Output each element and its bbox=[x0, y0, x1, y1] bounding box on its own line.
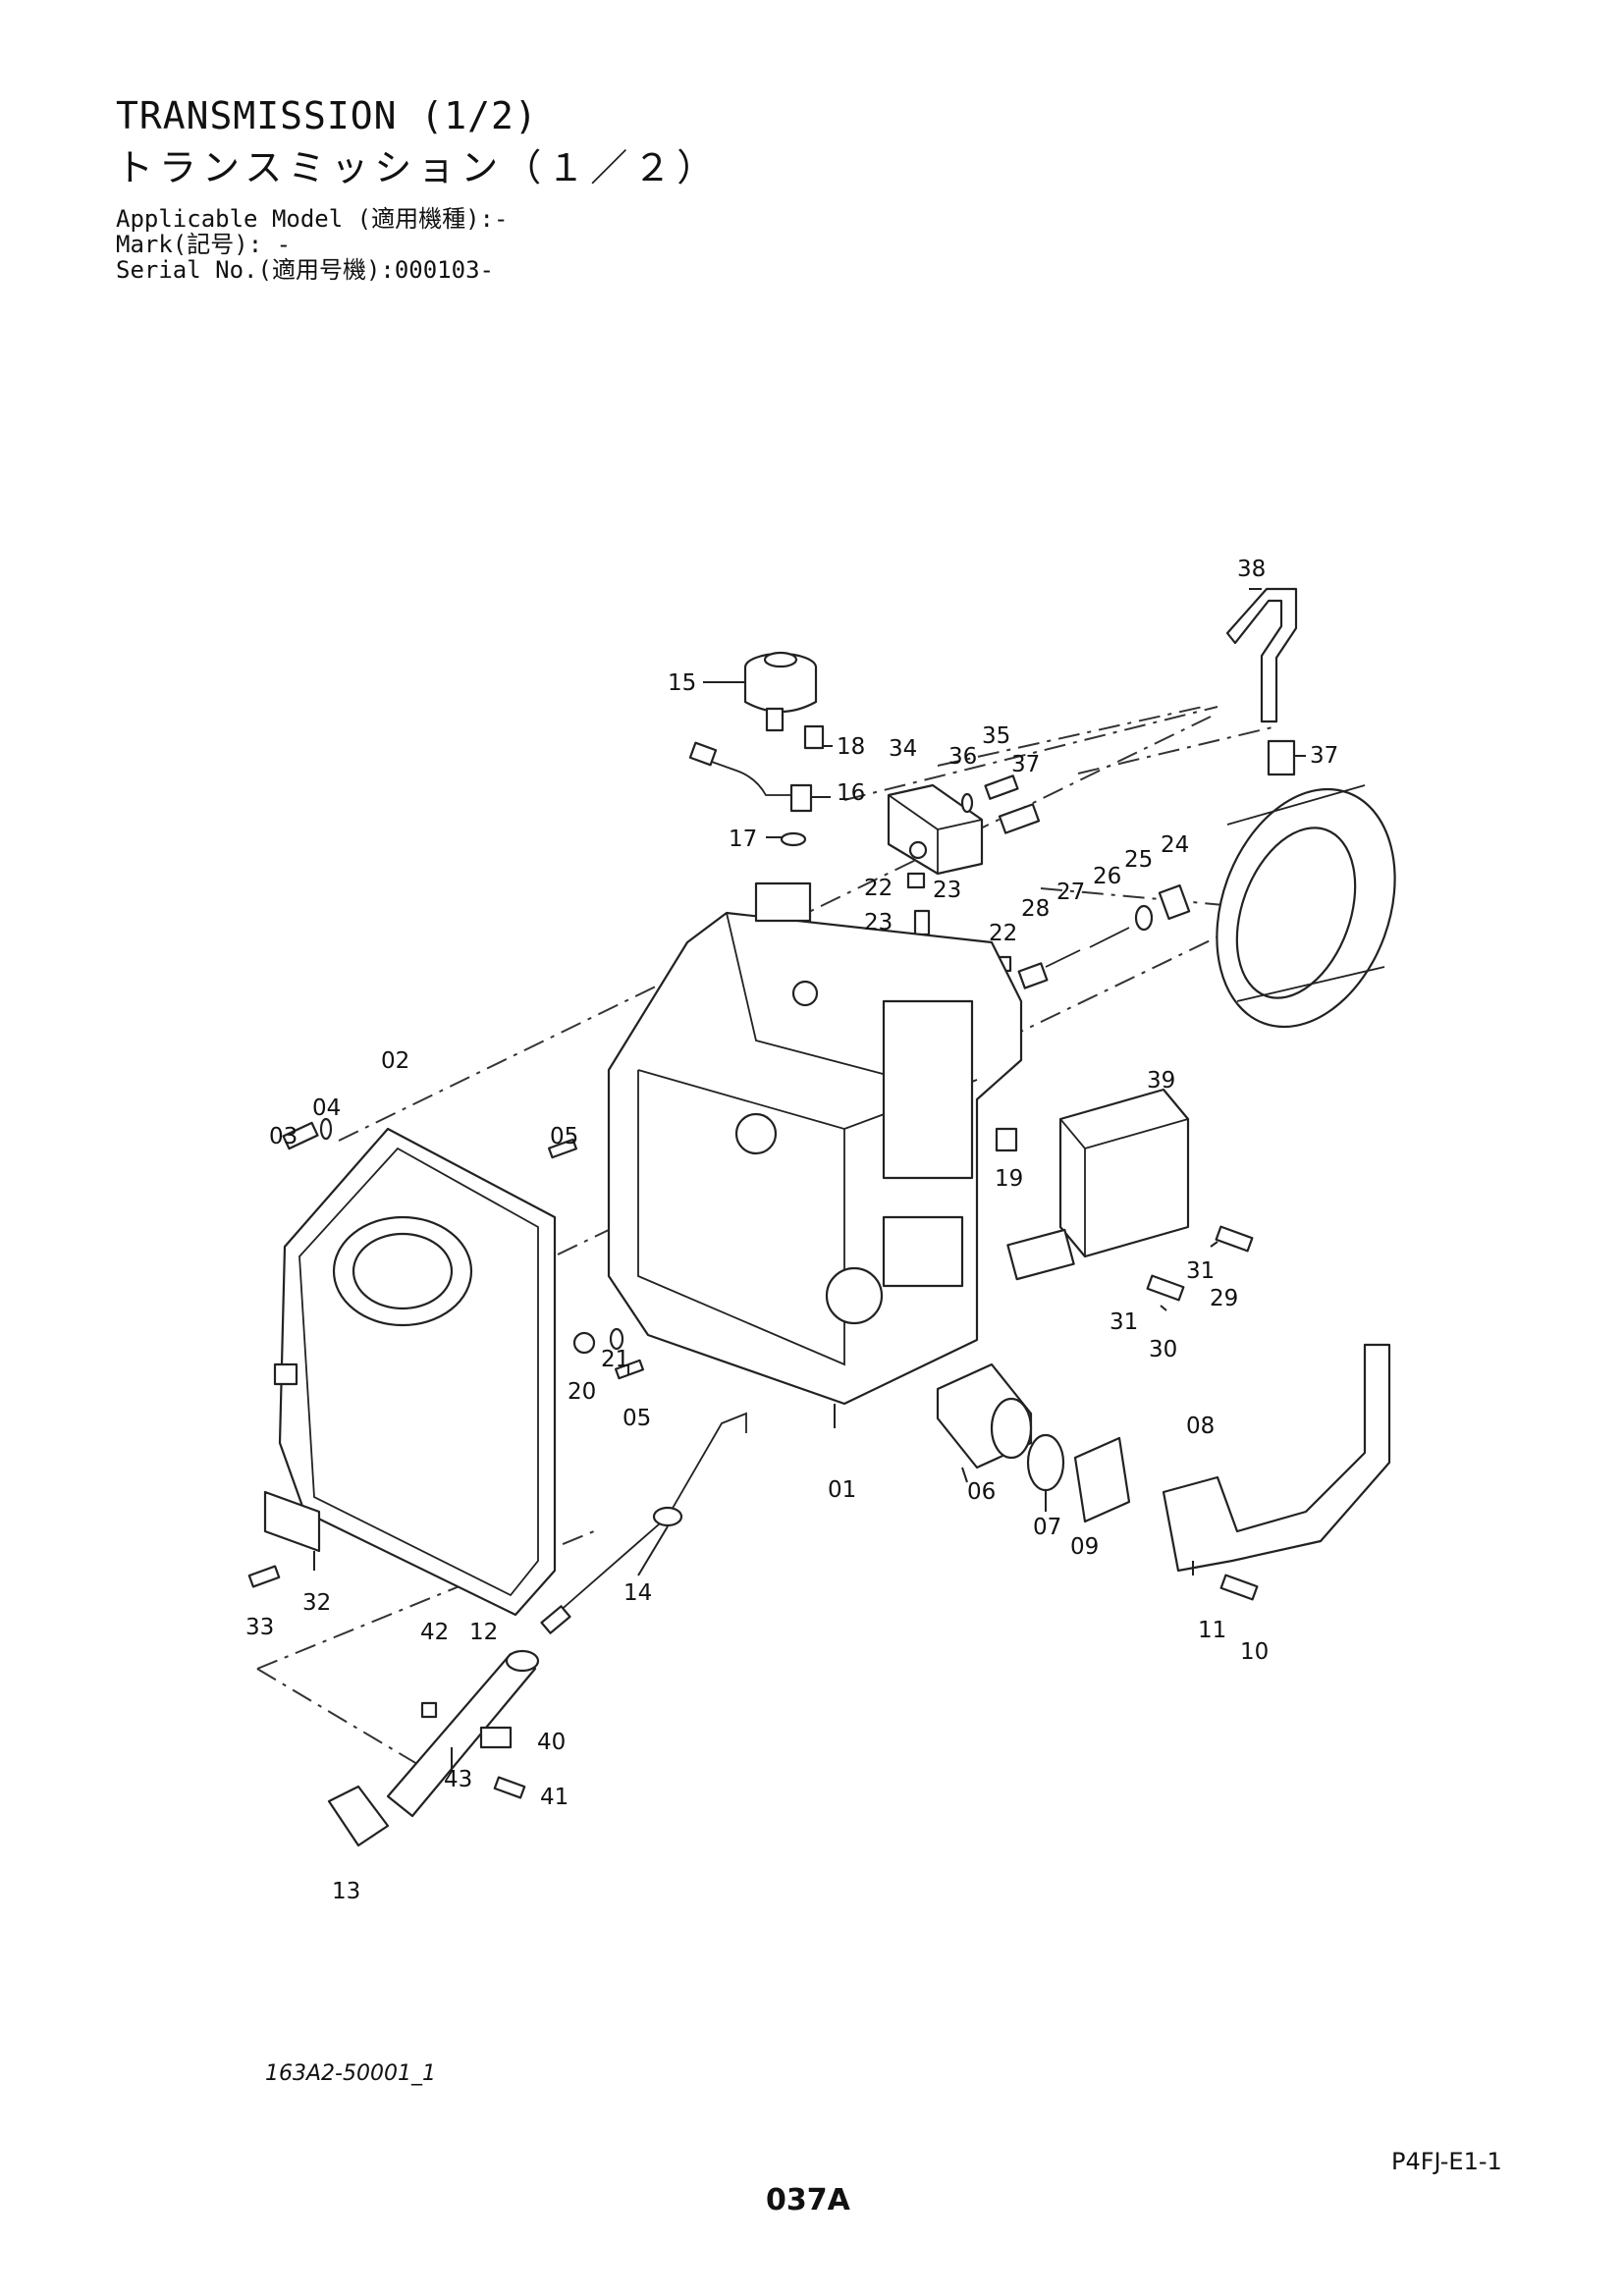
part-07-o-ring bbox=[1026, 1433, 1065, 1492]
part-14-dipstick bbox=[540, 1412, 747, 1634]
callout-24: 24 bbox=[1161, 832, 1189, 858]
part-19-plug bbox=[995, 1127, 1018, 1152]
part-20-plug bbox=[572, 1331, 596, 1355]
title-en: TRANSMISSION (1/2) bbox=[116, 94, 538, 137]
part-30-bolt bbox=[1146, 1274, 1185, 1302]
part-36-washer bbox=[960, 792, 974, 814]
serial-number: Serial No.(適用号機):000103- bbox=[116, 256, 494, 284]
part-09-cover bbox=[1073, 1436, 1131, 1523]
callout-31b: 31 bbox=[1110, 1309, 1138, 1335]
title-jp: トランスミッション（１／２） bbox=[116, 146, 721, 189]
callout-38: 38 bbox=[1237, 557, 1266, 582]
part-17-o-ring bbox=[780, 831, 807, 847]
callout-09: 09 bbox=[1070, 1534, 1099, 1560]
part-18-bolt bbox=[803, 724, 825, 750]
callout-14: 14 bbox=[623, 1580, 652, 1606]
callout-08: 08 bbox=[1186, 1414, 1215, 1439]
leader-lines bbox=[313, 588, 1306, 1772]
callout-labels: 01 02 03 04 05 05 06 07 08 09 10 11 12 1… bbox=[245, 557, 1338, 1904]
callout-43: 43 bbox=[444, 1767, 472, 1792]
callout-23b: 23 bbox=[864, 910, 893, 935]
callout-02: 02 bbox=[381, 1048, 409, 1074]
callout-05b: 05 bbox=[623, 1406, 651, 1431]
callout-21: 21 bbox=[601, 1347, 629, 1372]
part-16-wire-harness bbox=[688, 741, 813, 813]
callout-19: 19 bbox=[995, 1166, 1023, 1192]
callout-01: 01 bbox=[828, 1477, 856, 1503]
part-01-transmission-case bbox=[607, 881, 1023, 1406]
callout-16: 16 bbox=[837, 780, 865, 806]
spool-parts bbox=[906, 872, 1191, 989]
callout-10: 10 bbox=[1240, 1639, 1269, 1665]
callout-07: 07 bbox=[1033, 1515, 1061, 1540]
callout-25: 25 bbox=[1124, 847, 1153, 873]
reference-code: P4FJ-E1-1 bbox=[1391, 2148, 1502, 2175]
callout-29: 29 bbox=[1210, 1286, 1238, 1311]
callout-11: 11 bbox=[1198, 1618, 1226, 1643]
callout-36: 36 bbox=[948, 744, 977, 770]
callout-17: 17 bbox=[729, 827, 757, 852]
callout-04: 04 bbox=[312, 1095, 341, 1121]
part-08-suction-pipe bbox=[1162, 1343, 1391, 1573]
part-04-washer bbox=[319, 1117, 333, 1141]
callout-37a: 37 bbox=[1011, 752, 1040, 777]
part-38-pipe bbox=[1225, 587, 1298, 723]
page-number: 037A bbox=[766, 2183, 850, 2217]
callout-12: 12 bbox=[469, 1620, 498, 1645]
part-06-filter bbox=[936, 1362, 1033, 1469]
callout-13: 13 bbox=[332, 1879, 360, 1904]
part-37-fitting-upper bbox=[1267, 739, 1296, 776]
callout-31a: 31 bbox=[1186, 1258, 1215, 1284]
callout-42: 42 bbox=[420, 1620, 449, 1645]
callout-20: 20 bbox=[568, 1379, 596, 1405]
callout-39: 39 bbox=[1147, 1068, 1175, 1094]
callout-34: 34 bbox=[889, 736, 917, 762]
callout-37b: 37 bbox=[1310, 743, 1338, 769]
callout-33: 33 bbox=[245, 1615, 274, 1640]
callout-27: 27 bbox=[1056, 880, 1085, 905]
callout-26: 26 bbox=[1093, 864, 1121, 889]
part-02-cover bbox=[273, 1127, 557, 1617]
part-35-bolt bbox=[984, 774, 1019, 800]
part-05-pin bbox=[547, 1138, 578, 1159]
part-21-o-ring bbox=[609, 1327, 624, 1351]
callout-22b: 22 bbox=[989, 921, 1017, 946]
callout-22a: 22 bbox=[864, 876, 893, 901]
part-12-filler-tube bbox=[386, 1649, 540, 1818]
part-33-screw bbox=[247, 1565, 281, 1588]
drawing-number: 163A2-50001_1 bbox=[265, 2061, 436, 2086]
part-42-plug bbox=[420, 1701, 438, 1719]
mark-line: Mark(記号): - bbox=[116, 231, 292, 258]
callout-03: 03 bbox=[269, 1124, 298, 1149]
part-34-valve bbox=[887, 783, 984, 876]
callout-15: 15 bbox=[668, 670, 696, 696]
part-39-solenoid-valve bbox=[1006, 1088, 1190, 1281]
part-37-fitting bbox=[998, 803, 1041, 834]
part-10-bolt bbox=[1219, 1574, 1259, 1601]
callout-32: 32 bbox=[302, 1590, 331, 1616]
part-41-bolt bbox=[493, 1776, 526, 1799]
part-32-plate bbox=[263, 1490, 321, 1553]
callout-18: 18 bbox=[837, 734, 865, 760]
part-03-bolt bbox=[282, 1121, 319, 1150]
part-40-clamp bbox=[479, 1726, 513, 1749]
callout-28: 28 bbox=[1021, 896, 1050, 922]
callout-41: 41 bbox=[540, 1785, 568, 1810]
part-13-elbow bbox=[327, 1785, 390, 1847]
callout-35: 35 bbox=[982, 723, 1010, 749]
callout-40: 40 bbox=[537, 1730, 566, 1755]
applicable-model: Applicable Model (適用機種):- bbox=[116, 205, 509, 233]
part-15-sensor bbox=[743, 651, 818, 732]
callout-05a: 05 bbox=[550, 1124, 578, 1149]
callout-23a: 23 bbox=[933, 878, 961, 903]
callout-30: 30 bbox=[1149, 1337, 1177, 1362]
ring-housing bbox=[1216, 784, 1396, 1029]
part-29-bolt bbox=[1215, 1225, 1254, 1253]
callout-06: 06 bbox=[967, 1479, 996, 1505]
